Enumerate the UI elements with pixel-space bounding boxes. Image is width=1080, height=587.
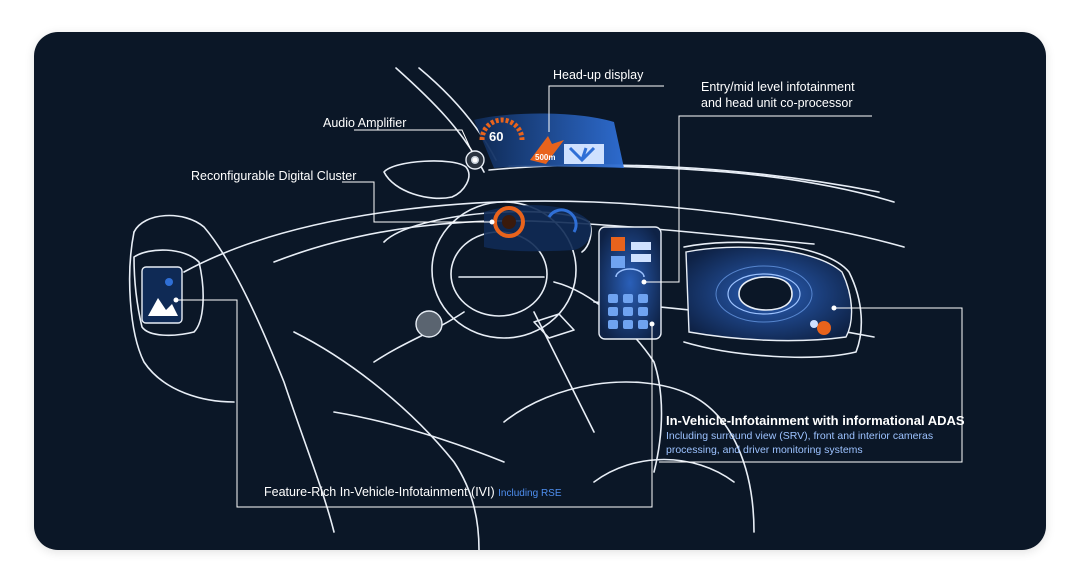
leader-adas [659, 307, 963, 463]
feature-rich-ivi-title: Feature-Rich In-Vehicle-Infotainment (IV… [264, 485, 495, 499]
label-digital-cluster: Reconfigurable Digital Cluster [191, 169, 357, 183]
gear-box [533, 313, 575, 339]
label-audio-amplifier: Audio Amplifier [323, 116, 407, 130]
windshield-base [488, 164, 880, 193]
dashboard-top [183, 200, 905, 273]
a-pillar-inner [418, 67, 497, 161]
right-seat-outline [503, 381, 755, 533]
ivi-adas-desc-line1: Including surround view (SRV), front and… [666, 430, 934, 442]
label-ivi-adas-title: In-Vehicle-Infotainment with information… [666, 413, 965, 428]
center-infotainment-screen [598, 226, 662, 340]
label-feature-rich-ivi: Feature-Rich In-Vehicle-Infotainment (IV… [264, 484, 562, 502]
hud-projection [474, 113, 624, 168]
floor-line-left [293, 331, 480, 550]
rear-seat-screen [141, 266, 183, 324]
left-seat-back [133, 214, 335, 533]
label-head-up-display: Head-up display [553, 68, 644, 82]
leader-cluster [342, 181, 492, 223]
diagram-card: 60 500m Head-up display Entry/mid level … [34, 32, 1046, 550]
right-dash-panel [683, 241, 863, 359]
label-entry-mid-line1: Entry/mid level infotainment [701, 80, 855, 94]
steering-column [373, 311, 465, 363]
adas-screen [685, 246, 853, 342]
label-ivi-adas-desc: Including surround view (SRV), front and… [666, 430, 933, 457]
left-seat-edge [128, 231, 235, 403]
steering-wheel-outer [431, 201, 577, 339]
feature-rich-ivi-sub: Including RSE [498, 488, 562, 499]
leader-audio [354, 129, 473, 153]
label-entry-mid-line2: and head unit co-processor [701, 96, 853, 110]
leader-ivi [176, 299, 653, 508]
side-mirror [383, 160, 470, 200]
hud-distance: 500m [535, 153, 556, 162]
ivi-adas-desc-line2: processing, and driver monitoring system… [666, 443, 863, 456]
console-side [533, 311, 595, 433]
car-interior-illustration [128, 67, 963, 550]
leader-hud [548, 85, 664, 132]
floor-line-right [333, 411, 505, 463]
center-console [553, 281, 663, 473]
hud-speed: 60 [489, 129, 504, 144]
leader-entry-mid [644, 115, 872, 283]
headrest-outline [133, 249, 204, 337]
speaker-grill [415, 310, 443, 338]
right-seat-cushion [593, 458, 735, 483]
digital-cluster-display [484, 205, 592, 252]
